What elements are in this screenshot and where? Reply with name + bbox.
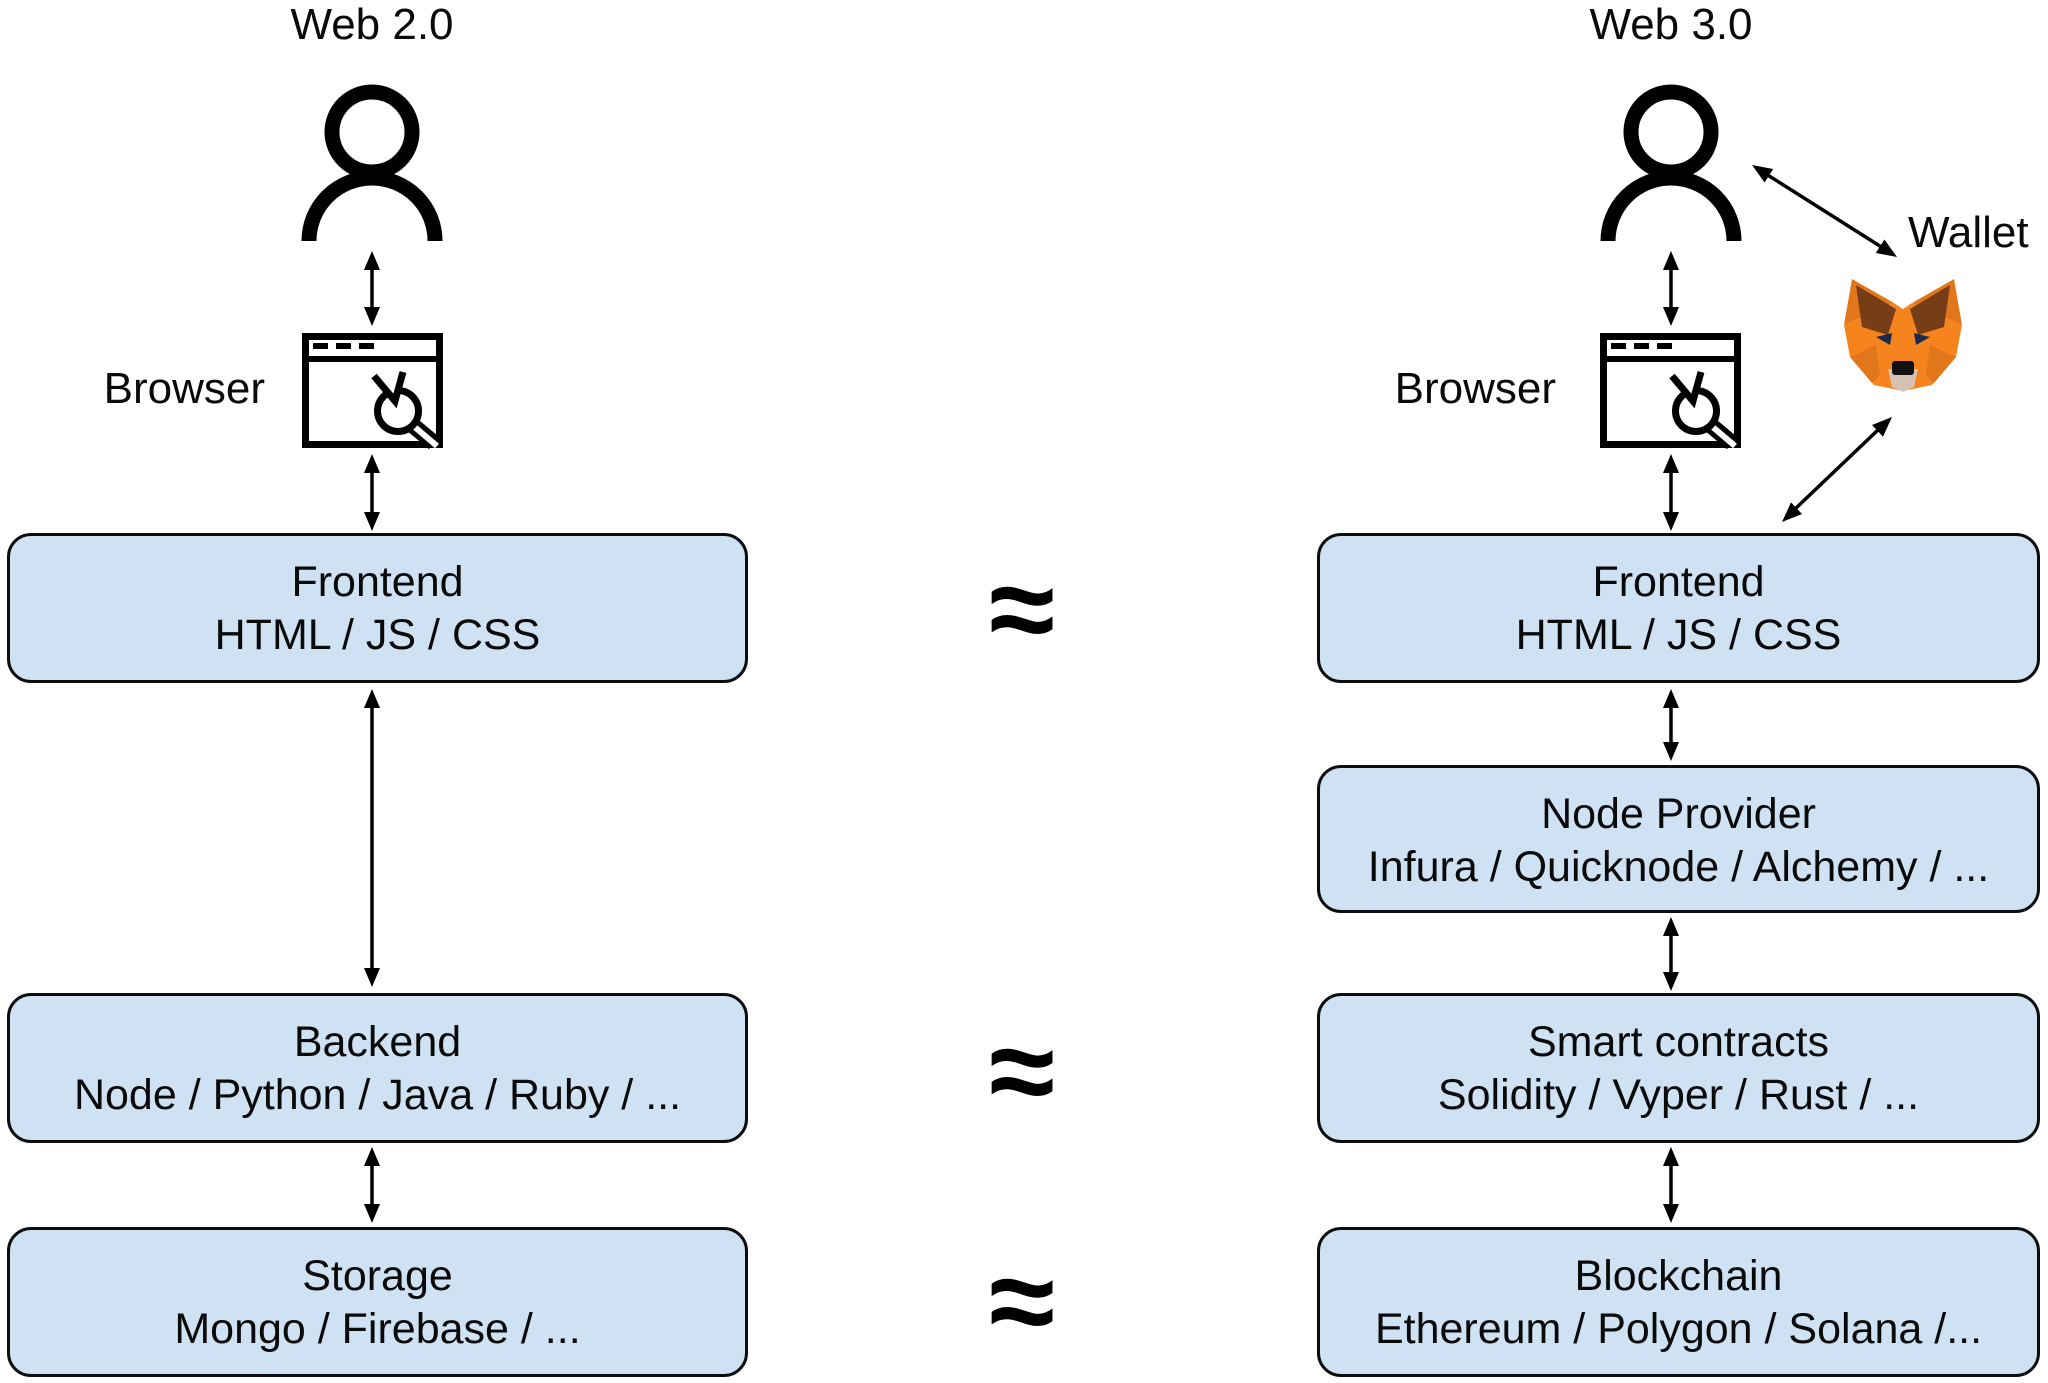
arrow-nodeprovider-smartcontracts bbox=[1663, 917, 1679, 991]
arrow-frontend-nodeprovider bbox=[1663, 689, 1679, 761]
box-title: Smart contracts bbox=[1527, 1018, 1830, 1066]
arrow-user-browser-right bbox=[1663, 251, 1679, 326]
wrench-glyph bbox=[366, 366, 440, 450]
box-subtitle: Node / Python / Java / Ruby / ... bbox=[73, 1071, 682, 1119]
web3-node-provider-box: Node Provider Infura / Quicknode / Alche… bbox=[1317, 765, 2040, 913]
web2-frontend-box: Frontend HTML / JS / CSS bbox=[7, 533, 748, 683]
arrow-wallet-frontend bbox=[1782, 417, 1892, 522]
wrench-glyph bbox=[1664, 366, 1738, 450]
arrow-browser-frontend-left bbox=[364, 454, 380, 531]
box-subtitle: Mongo / Firebase / ... bbox=[174, 1305, 581, 1353]
browser-label-left: Browser bbox=[103, 364, 265, 413]
box-subtitle: HTML / JS / CSS bbox=[214, 611, 541, 659]
box-title: Blockchain bbox=[1574, 1252, 1783, 1300]
approx-symbol-storage: ≈ bbox=[989, 1234, 1055, 1368]
box-subtitle: Ethereum / Polygon / Solana /... bbox=[1374, 1305, 1983, 1353]
approx-symbol-frontend: ≈ bbox=[989, 542, 1055, 676]
box-subtitle: Solidity / Vyper / Rust / ... bbox=[1437, 1071, 1920, 1119]
arrow-browser-frontend-right bbox=[1663, 454, 1679, 531]
user-icon bbox=[1600, 84, 1742, 242]
arrow-frontend-backend-left bbox=[364, 689, 380, 987]
box-title: Frontend bbox=[291, 558, 464, 606]
box-title: Frontend bbox=[1592, 558, 1765, 606]
box-subtitle: Infura / Quicknode / Alchemy / ... bbox=[1367, 843, 1990, 891]
arrow-smartcontracts-blockchain bbox=[1663, 1147, 1679, 1223]
arrow-user-wallet bbox=[1752, 165, 1897, 257]
approx-symbol-backend: ≈ bbox=[989, 1004, 1055, 1138]
box-subtitle: HTML / JS / CSS bbox=[1515, 611, 1842, 659]
wallet-label: Wallet bbox=[1908, 208, 2029, 257]
arrow-backend-storage-left bbox=[364, 1147, 380, 1223]
box-title: Node Provider bbox=[1541, 790, 1816, 838]
user-icon bbox=[301, 84, 443, 242]
box-title: Backend bbox=[293, 1018, 462, 1066]
arrow-user-browser-left bbox=[364, 251, 380, 326]
browser-icon-right bbox=[1600, 333, 1741, 450]
web3-frontend-box: Frontend HTML / JS / CSS bbox=[1317, 533, 2040, 683]
web2-title: Web 2.0 bbox=[290, 0, 454, 49]
metamask-fox-icon bbox=[1844, 279, 1962, 392]
box-title: Storage bbox=[302, 1252, 453, 1300]
web2-backend-box: Backend Node / Python / Java / Ruby / ..… bbox=[7, 993, 748, 1143]
web3-blockchain-box: Blockchain Ethereum / Polygon / Solana /… bbox=[1317, 1227, 2040, 1377]
browser-label-right: Browser bbox=[1394, 364, 1556, 413]
web3-title: Web 3.0 bbox=[1589, 0, 1753, 49]
web3-smart-contracts-box: Smart contracts Solidity / Vyper / Rust … bbox=[1317, 993, 2040, 1143]
web2-storage-box: Storage Mongo / Firebase / ... bbox=[7, 1227, 748, 1377]
browser-icon-left bbox=[302, 333, 443, 450]
